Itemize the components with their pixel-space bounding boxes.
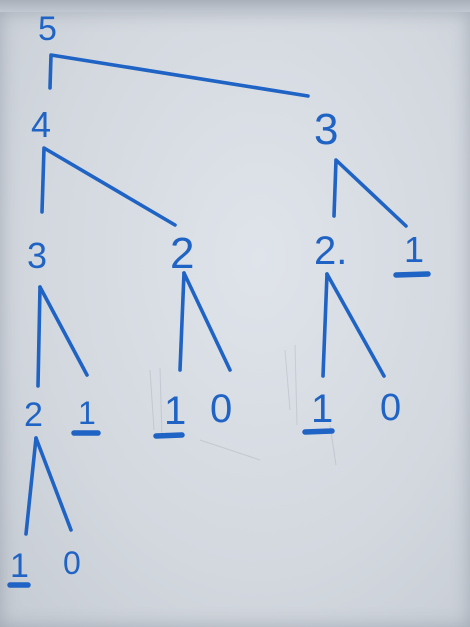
node-2-right: 2. bbox=[314, 229, 347, 273]
edge-3-2 bbox=[332, 158, 408, 228]
node-2-mid: 2 bbox=[170, 229, 194, 278]
node-1-level3-c: 1 bbox=[311, 387, 333, 431]
underline-level3-1c bbox=[302, 428, 335, 435]
board-top-edge bbox=[0, 0, 470, 14]
underline-level3-1b bbox=[153, 432, 185, 439]
node-1-level4: 1 bbox=[10, 547, 29, 585]
node-0-level3-a: 0 bbox=[210, 387, 232, 431]
edge-2-1-right bbox=[321, 272, 329, 378]
node-3-left: 3 bbox=[27, 235, 47, 276]
node-1-level3-b: 1 bbox=[164, 389, 186, 433]
edge-5-4 bbox=[48, 53, 310, 98]
whiteboard-surface bbox=[0, 12, 470, 627]
edge-3-1-left bbox=[38, 285, 89, 377]
leaf-underlines bbox=[7, 271, 431, 588]
edge-3-2-left bbox=[36, 285, 42, 388]
edge-2-0-mid bbox=[182, 271, 232, 372]
node-1-right: 1 bbox=[404, 229, 424, 270]
node-0-level3-b: 0 bbox=[380, 387, 401, 429]
node-2-level3: 2 bbox=[24, 396, 43, 434]
node-3-right: 3 bbox=[314, 105, 338, 154]
edge-2-0-bottom bbox=[34, 436, 73, 532]
tree-edges bbox=[24, 53, 408, 536]
node-4: 4 bbox=[31, 104, 51, 145]
tree-labels: 5 4 3 3 2 2. 1 2 1 1 0 1 0 1 0 bbox=[10, 10, 424, 585]
node-1-level3-a: 1 bbox=[78, 395, 96, 431]
edge-2-1-bottom bbox=[24, 436, 38, 536]
erased-marks bbox=[149, 344, 337, 466]
edge-2-1-mid bbox=[178, 271, 186, 372]
node-root: 5 bbox=[38, 10, 57, 48]
underline-right-1 bbox=[393, 271, 431, 278]
node-0-level4: 0 bbox=[63, 545, 81, 581]
edge-4-3 bbox=[40, 146, 177, 227]
edge-2-0-right bbox=[325, 272, 386, 378]
